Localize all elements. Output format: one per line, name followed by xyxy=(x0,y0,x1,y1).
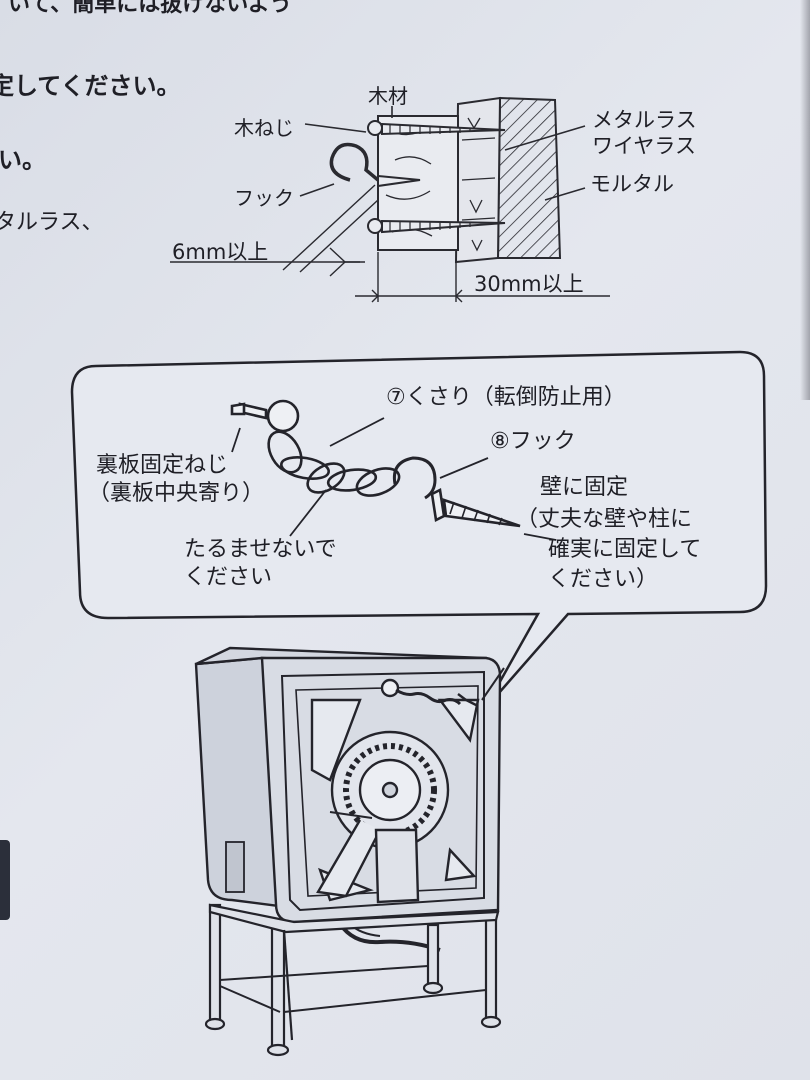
label-back-screw-1: 裏板固定ねじ xyxy=(96,453,229,478)
label-hook-8: ⑧フック xyxy=(490,429,576,454)
label-back-screw-2: （裏板中央寄り） xyxy=(88,481,265,506)
label-no-slack-1: たるませないで xyxy=(184,537,337,562)
wall-cross-section xyxy=(170,96,610,303)
label-wire-lath: ワイヤラス xyxy=(592,134,696,158)
label-no-slack-2: ください xyxy=(184,565,273,590)
label-metal-lath: メタルラス xyxy=(592,108,697,132)
label-wood: 木材 xyxy=(368,84,408,108)
label-wall-fix-4: ください） xyxy=(548,567,659,592)
label-hook: フック xyxy=(234,186,294,210)
hook-shape xyxy=(329,142,380,182)
label-wall-fix-1: 壁に固定 xyxy=(540,475,629,500)
label-mortar: モルタル xyxy=(590,172,674,196)
label-wood-screw: 木ねじ xyxy=(234,116,294,140)
label-chain: ⑦くさり（転倒防止用） xyxy=(386,385,626,410)
page-edge-mark xyxy=(0,840,10,920)
stand xyxy=(204,903,502,1057)
partial-text-line2: い。 xyxy=(0,146,46,174)
chain-illustration xyxy=(230,399,557,541)
label-min-30mm: 30mm以上 xyxy=(474,272,584,296)
wood-screw-head-top xyxy=(367,120,383,136)
label-wall-fix-2: （丈夫な壁や柱に xyxy=(516,507,693,532)
mortar-layer xyxy=(496,96,562,259)
label-wall-fix-3: 確実に固定して xyxy=(548,537,702,562)
partial-text-top: いて、簡単には抜けないよう xyxy=(8,0,292,17)
partial-text-line3: タルラス、 xyxy=(0,210,104,235)
washing-machine xyxy=(194,646,505,952)
label-min-6mm: 6mm以上 xyxy=(172,240,269,264)
partial-text-line1: 定してください。 xyxy=(0,72,181,100)
callout-bubble xyxy=(70,350,768,711)
page-edge-shadow xyxy=(800,0,810,400)
wood-screw-head-bottom xyxy=(367,218,383,234)
